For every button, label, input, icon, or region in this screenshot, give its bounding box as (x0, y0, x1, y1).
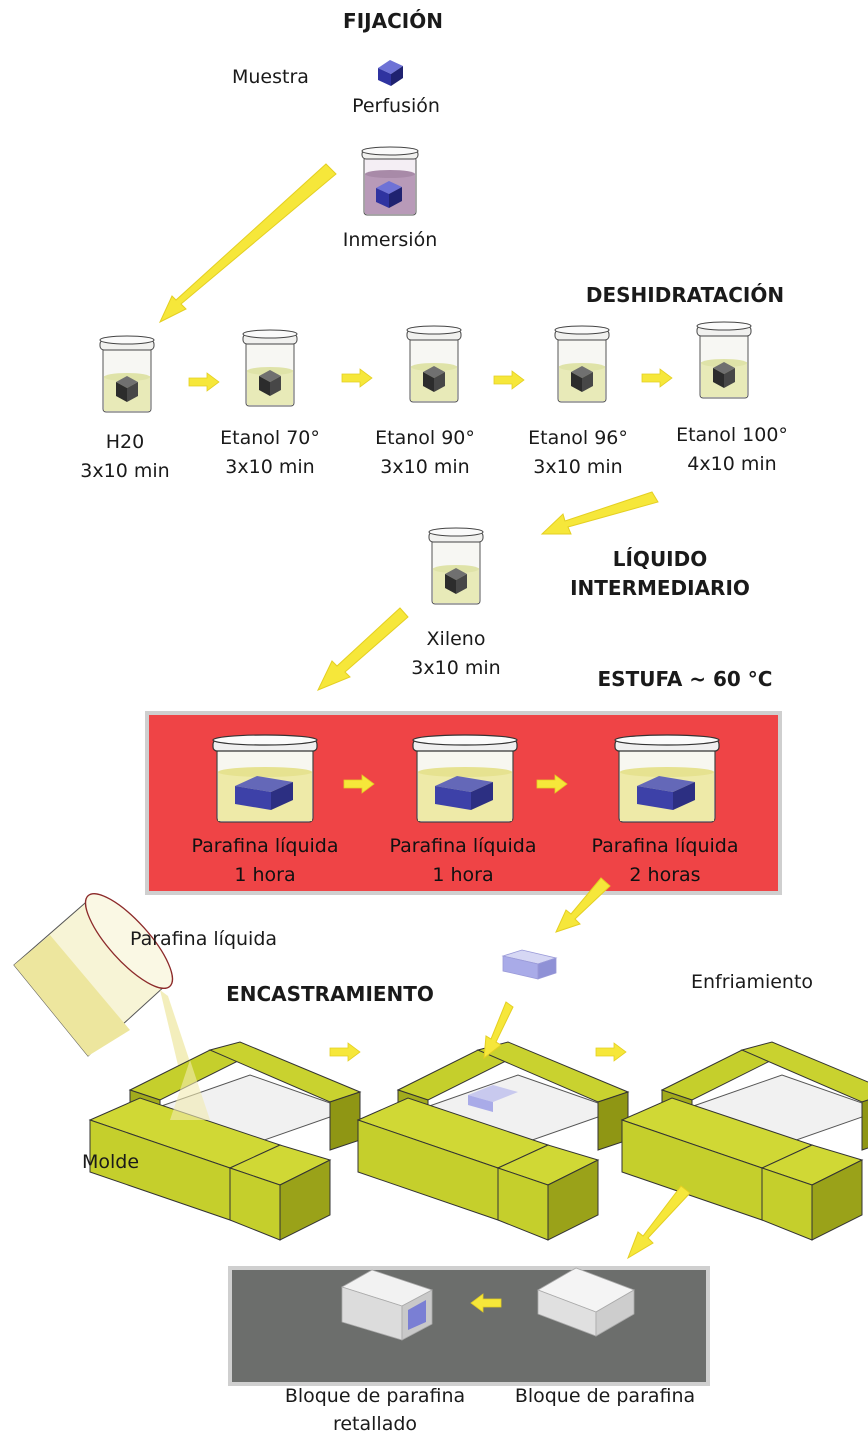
estufa-step-2-time: 1 hora (432, 864, 494, 886)
label-retallado-2: retallado (332, 1413, 418, 1435)
step-etanol96-time: 3x10 min (533, 456, 623, 478)
estufa-step-3-name: Parafina líquida (591, 835, 739, 857)
title-fijacion: FIJACIÓN (343, 9, 443, 33)
arrow-into-mold (483, 1001, 514, 1060)
perfusion-sample-cube (378, 60, 403, 86)
jar-parafina-3 (614, 734, 720, 823)
arrow-step-4 (641, 368, 673, 388)
label-xileno-name: Xileno (426, 628, 486, 650)
jar-h2o (99, 335, 155, 413)
arrow-to-estufa (316, 607, 409, 691)
step-etanol100-name: Etanol 100° (676, 424, 788, 446)
estufa-step-2-name: Parafina líquida (389, 835, 537, 857)
paraffin-block (537, 1267, 635, 1337)
paraffin-block-falling (501, 949, 558, 980)
step-h2o-name: H20 (105, 431, 145, 453)
mold-1 (89, 1041, 361, 1241)
jar-etanol-96 (554, 325, 610, 403)
immersion-jar (361, 146, 419, 216)
estufa-step-1-time: 1 hora (234, 864, 296, 886)
step-etanol70-name: Etanol 70° (220, 427, 320, 449)
label-retallado-1: Bloque de parafina (284, 1385, 466, 1407)
step-etanol70-time: 3x10 min (225, 456, 315, 478)
label-perfusion: Perfusión (352, 95, 440, 117)
estufa-step-1-name: Parafina líquida (191, 835, 339, 857)
label-muestra: Muestra (232, 66, 309, 88)
arrow-step-3 (493, 370, 525, 390)
pouring-beaker (13, 893, 196, 1082)
arrow-step-2 (341, 368, 373, 388)
step-etanol90-name: Etanol 90° (375, 427, 475, 449)
trimmed-block (341, 1269, 434, 1341)
jar-etanol-70 (242, 329, 298, 407)
arrow-to-block (555, 877, 611, 933)
arrow-step-1 (188, 372, 220, 392)
jar-etanol-90 (406, 325, 462, 403)
title-liquido-2: INTERMEDIARIO (570, 576, 750, 600)
title-liquido-1: LÍQUIDO (612, 547, 708, 571)
jar-parafina-2 (412, 734, 518, 823)
label-molde: Molde (82, 1151, 140, 1173)
step-h2o-time: 3x10 min (80, 460, 170, 482)
label-bloque: Bloque de parafina (514, 1385, 696, 1407)
jar-xileno (428, 527, 484, 605)
arrow-mold-1 (329, 1042, 361, 1062)
label-enfriamiento: Enfriamiento (690, 971, 814, 993)
label-inmersion: Inmersión (342, 229, 438, 251)
arrow-mold-2 (595, 1042, 627, 1062)
step-etanol96-name: Etanol 96° (528, 427, 628, 449)
mold-3 (621, 1041, 868, 1241)
jar-etanol-100 (696, 321, 752, 399)
step-etanol100-time: 4x10 min (687, 453, 777, 475)
mold-2 (357, 1041, 629, 1241)
jar-parafina-1 (212, 734, 318, 823)
arrow-to-xileno (540, 491, 659, 535)
title-estufa: ESTUFA ~ 60 °C (597, 667, 773, 691)
estufa-step-3-time: 2 horas (629, 864, 701, 886)
label-xileno-time: 3x10 min (411, 657, 501, 679)
arrow-to-dehydration (158, 163, 337, 324)
arrow-to-final (627, 1185, 691, 1260)
step-etanol90-time: 3x10 min (380, 456, 470, 478)
label-parafina-liquida: Parafina líquida (130, 928, 278, 950)
final-panel (228, 1266, 710, 1386)
title-deshidratacion: DESHIDRATACIÓN (585, 283, 785, 307)
title-encastramiento: ENCASTRAMIENTO (226, 982, 434, 1006)
